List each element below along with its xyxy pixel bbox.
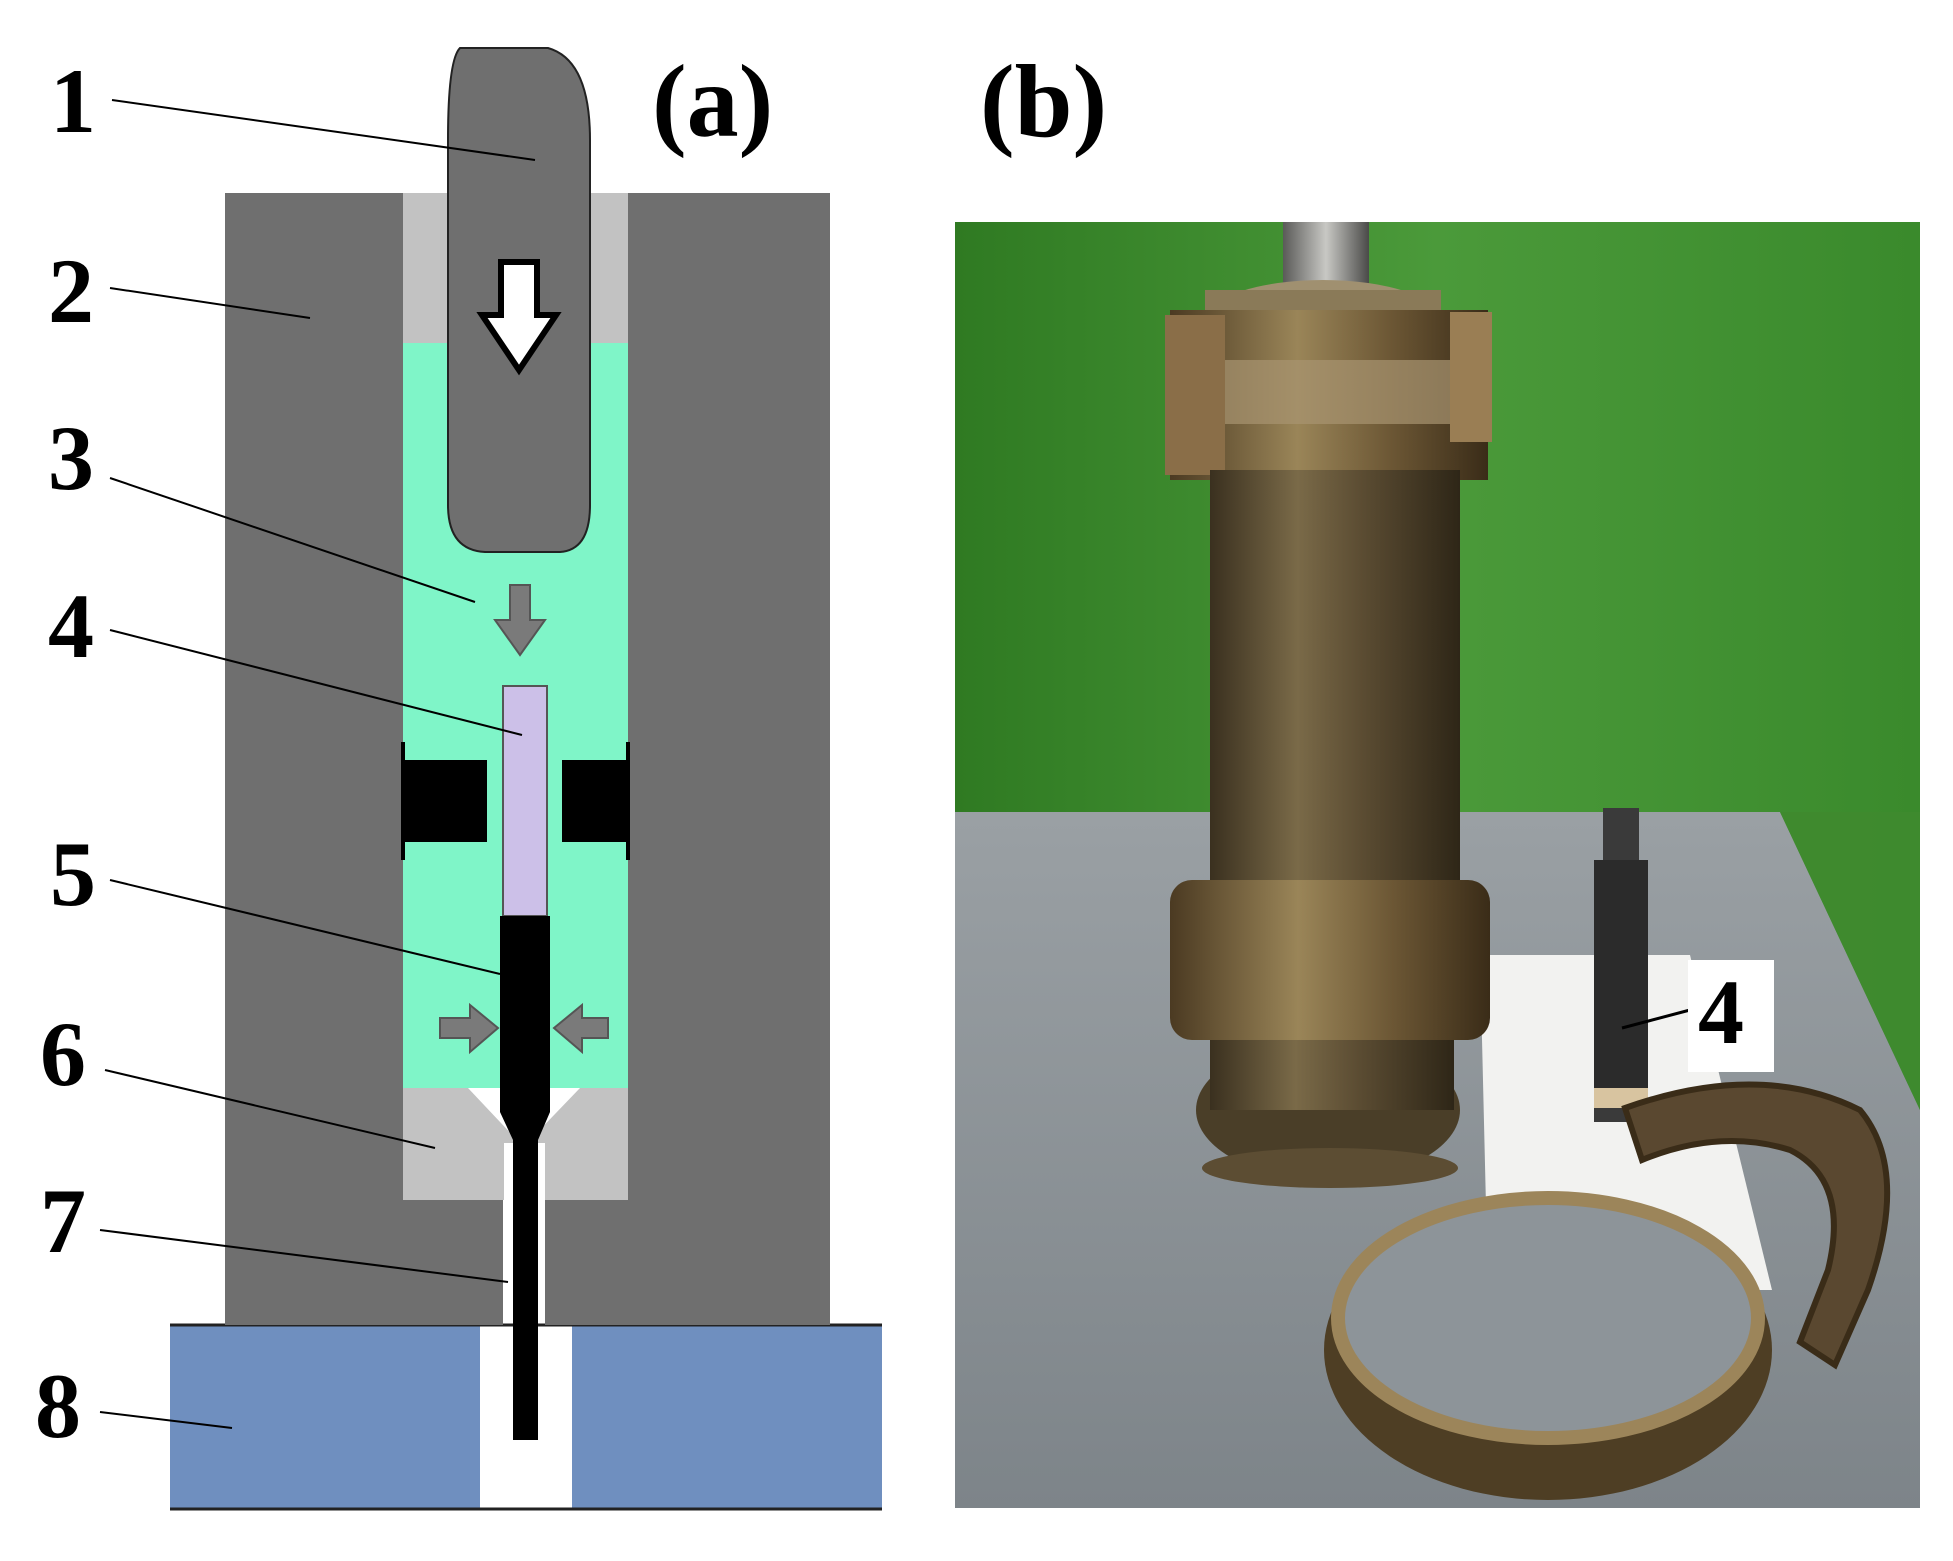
photo-callout-label: 4 [1698, 961, 1744, 1063]
lower-ring [1170, 880, 1490, 1040]
extruded-product [500, 916, 550, 1440]
photo-callout: 4 [1688, 960, 1774, 1072]
leader-lines [99, 99, 536, 1429]
billet-assembly-photo [1594, 808, 1648, 1122]
panel-label-a: (a) [652, 44, 774, 159]
label-7-exit: 7 [40, 1170, 86, 1272]
base-plate [170, 1323, 882, 1511]
label-1-plunger: 1 [50, 50, 96, 152]
container-body [225, 193, 830, 1325]
label-4-billet: 4 [48, 575, 94, 677]
side-arrow-right-icon [552, 1002, 609, 1055]
down-arrow-icon [476, 259, 562, 376]
panel-label-b: (b) [980, 44, 1108, 159]
seal-left [403, 760, 487, 842]
pressure-arrow-icon [493, 584, 547, 657]
schematic-panel [99, 47, 882, 1511]
loose-ring [1324, 1191, 1772, 1500]
label-3-fluid: 3 [48, 407, 94, 509]
seal-right [562, 760, 628, 842]
label-5-product: 5 [50, 823, 96, 925]
high-pressure-vessel [1210, 470, 1460, 890]
label-2-container: 2 [48, 240, 94, 342]
photo-leader-line [1621, 1008, 1691, 1030]
photo-panel [955, 222, 1920, 1508]
label-8-base: 8 [35, 1355, 81, 1457]
label-6-die: 6 [40, 1003, 86, 1105]
half-ring [1621, 1081, 1891, 1370]
side-arrow-left-icon [439, 1002, 500, 1055]
die [403, 1088, 628, 1200]
billet [502, 685, 548, 917]
